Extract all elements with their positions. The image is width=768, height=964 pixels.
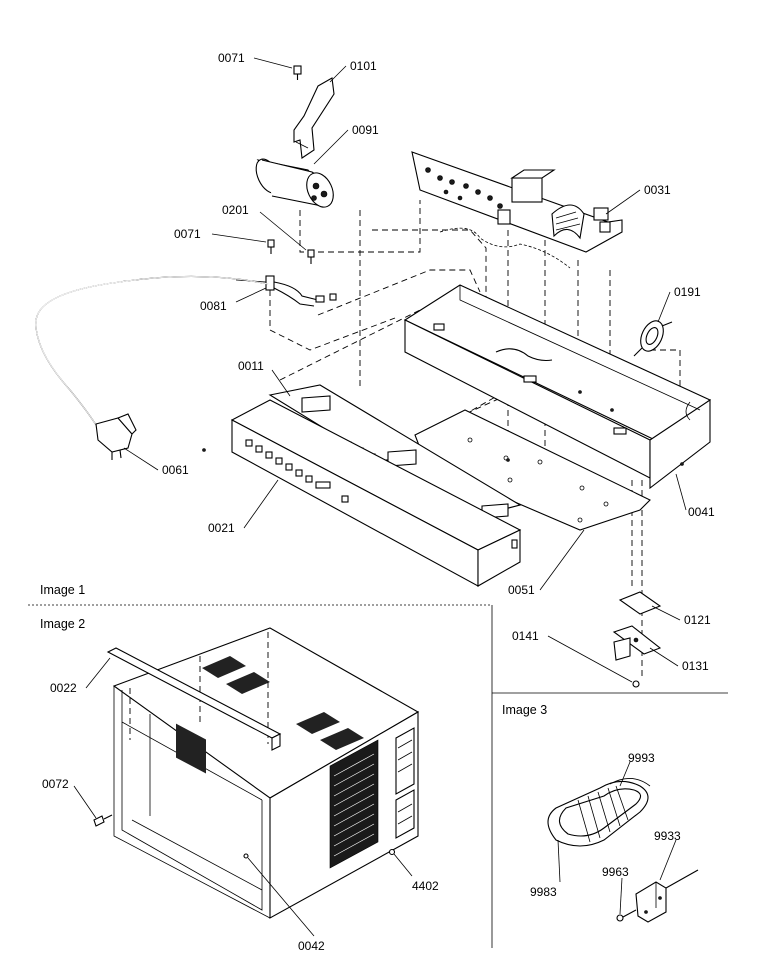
callout-0071-left: 0071 [174, 227, 201, 241]
callout-0191: 0191 [674, 285, 701, 299]
coiled-cord-9993 [547, 778, 651, 847]
rail-0022 [106, 647, 282, 751]
screw-0201 [307, 249, 315, 264]
screw-0141 [632, 680, 640, 688]
capacitor-0091 [255, 158, 334, 208]
callout-9963: 9963 [602, 865, 629, 879]
bracket-9933 [635, 869, 699, 923]
callout-0031: 0031 [644, 183, 671, 197]
screw-0072 [93, 814, 113, 827]
callout-0011: 0011 [238, 359, 264, 373]
callout-0022: 0022 [50, 681, 77, 695]
callout-9933: 9933 [654, 829, 681, 843]
cabinet-shell [112, 627, 420, 919]
callout-0042: 0042 [298, 939, 325, 953]
section-label-image3: Image 3 [502, 703, 547, 717]
thermostat-0191 [633, 320, 673, 357]
callout-0101: 0101 [350, 59, 377, 73]
wire-harness-0081 [235, 275, 337, 307]
callout-9983: 9983 [530, 885, 557, 899]
section-label-image1: Image 1 [40, 583, 85, 597]
callout-0041: 0041 [688, 505, 715, 519]
screw-0071-left [267, 239, 275, 254]
callout-4402: 4402 [412, 879, 439, 893]
callout-0081: 0081 [200, 299, 227, 313]
control-housing-0041 [403, 284, 712, 490]
callout-0071-top: 0071 [218, 51, 245, 65]
callout-0201: 0201 [222, 203, 249, 217]
clip-0131 [612, 625, 662, 661]
power-cord-0061 [35, 275, 269, 460]
control-board-0031 [411, 151, 623, 269]
front-panel-0021 [230, 399, 522, 587]
leader-lines [73, 57, 687, 937]
callout-9993: 9993 [628, 751, 655, 765]
callout-0072: 0072 [42, 777, 69, 791]
callout-0141: 0141 [512, 629, 539, 643]
callout-0051: 0051 [508, 583, 535, 597]
bracket-0121 [618, 591, 662, 615]
screw-0071-top [293, 65, 302, 80]
callout-0061: 0061 [162, 463, 189, 477]
capacitor-bracket-0101 [293, 77, 335, 159]
callout-0121: 0121 [684, 613, 711, 627]
screw-9963 [616, 909, 637, 922]
callout-0131: 0131 [682, 659, 709, 673]
callout-0021: 0021 [208, 521, 235, 535]
section-dividers [28, 604, 728, 948]
section-label-image2: Image 2 [40, 617, 85, 631]
callout-0091: 0091 [352, 123, 379, 137]
